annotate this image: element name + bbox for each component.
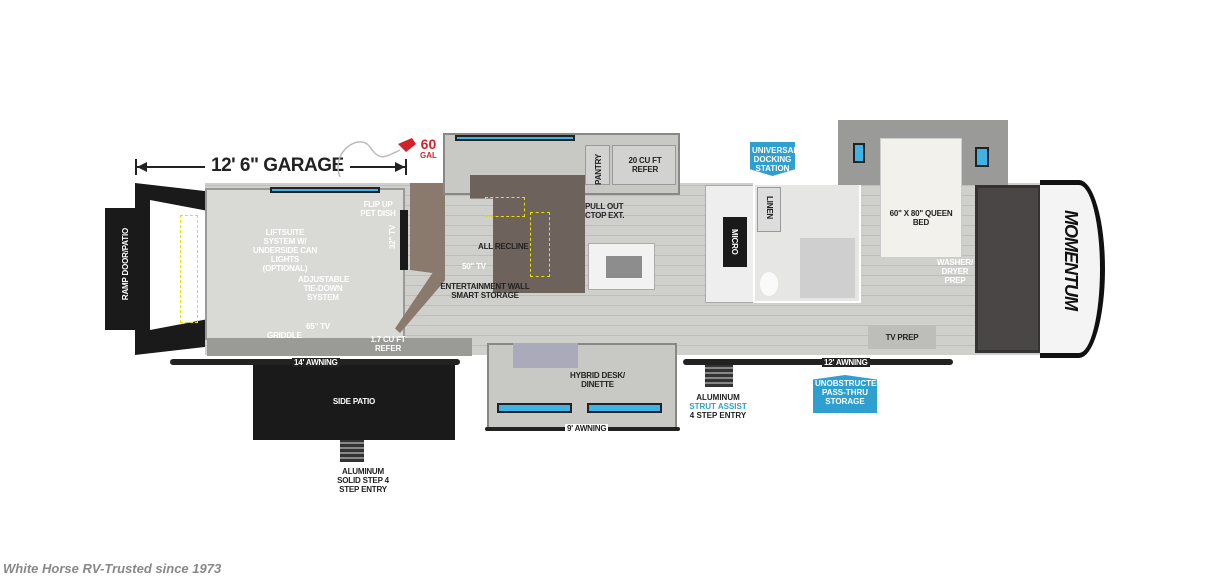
microwave: MICRO	[723, 217, 747, 267]
toilet	[760, 272, 778, 296]
front-cap	[1040, 180, 1105, 358]
small-refer-label: 1.7 CU FT REFER	[370, 335, 406, 353]
queen-bed: 60" x 80" QUEEN BED	[880, 138, 962, 258]
pass-thru-badge: UNOBSTRUCTED PASS-THRU STORAGE	[813, 375, 877, 413]
linen-closet: LINEN	[757, 187, 781, 232]
fuel-hose-icon	[337, 138, 416, 178]
fuel-capacity: 60 GAL	[420, 136, 437, 160]
sofa-storage	[485, 197, 525, 217]
sofa-storage-2	[530, 212, 550, 277]
tv-32-label: 32" TV	[388, 225, 397, 249]
solid-step-label: ALUMINUM SOLID STEP 4 STEP ENTRY	[337, 467, 389, 494]
awning-14-label: 14' AWNING	[292, 358, 340, 367]
tv-50-label: 50" TV	[462, 262, 486, 271]
momentum-logo: MOMENTUM	[1061, 210, 1081, 310]
awning-12-label: 12' AWNING	[822, 358, 870, 367]
all-recline-label: ALL RECLINE	[478, 242, 529, 251]
side-patio: SIDE PATIO	[253, 362, 455, 440]
garage-window	[270, 187, 380, 193]
tv-65-label: 65" TV	[306, 322, 330, 331]
dinette-seats	[513, 343, 578, 368]
pantry: PANTRY	[585, 145, 610, 185]
dovetail-storage-label: DOVETAIL STORAGE	[181, 238, 190, 317]
garage-dimension: 12' 6" GARAGE	[135, 155, 407, 177]
ramp-opening	[150, 200, 205, 330]
dinette-window-2	[587, 403, 662, 413]
large-refer: 20 CU FT REFER	[612, 145, 676, 185]
tie-down-label: ADJUSTABLE TIE-DOWN SYSTEM	[298, 275, 350, 302]
garage-dimension-label: 12' 6" GARAGE	[205, 155, 350, 177]
solid-step	[340, 440, 364, 462]
entertainment-wall-label: ENTERTAINMENT WALL SMART STORAGE	[440, 282, 530, 300]
pet-dish-label: FLIP UP PET DISH	[360, 200, 396, 218]
docking-station-badge: UNIVERSAL DOCKING STATION	[750, 142, 795, 176]
shower	[800, 238, 855, 298]
washer-dryer-label: WASHER/ DRYER PREP	[937, 258, 973, 285]
bed-window-right	[975, 147, 989, 167]
strut-step-label: ALUMINUM STRUT ASSIST 4 STEP ENTRY	[689, 393, 747, 420]
dealer-footer: White Horse RV-Trusted since 1973	[3, 561, 222, 576]
kitchen-island	[588, 243, 655, 290]
liftsuite-label: LIFTSUITE SYSTEM w/ UNDERSIDE CAN LIGHTS…	[252, 228, 318, 273]
pull-out-ctop-label: PULL OUT CTOP EXT.	[585, 202, 625, 220]
dovetail-storage-outline	[180, 215, 198, 323]
hybrid-desk-label: HYBRID DESK/ DINETTE	[570, 371, 625, 389]
strut-step	[705, 365, 733, 387]
tv-prep: TV PREP	[868, 325, 936, 349]
wardrobe	[975, 185, 1041, 353]
awning-9-label: 9' AWNING	[565, 424, 609, 433]
awning-12	[683, 359, 953, 365]
living-window	[455, 135, 575, 141]
bed-window-left	[853, 143, 865, 163]
dinette-window-1	[497, 403, 572, 413]
outdoor-kitchen	[207, 338, 472, 356]
tv-32	[400, 210, 408, 270]
griddle-label: GRIDDLE	[267, 331, 302, 340]
